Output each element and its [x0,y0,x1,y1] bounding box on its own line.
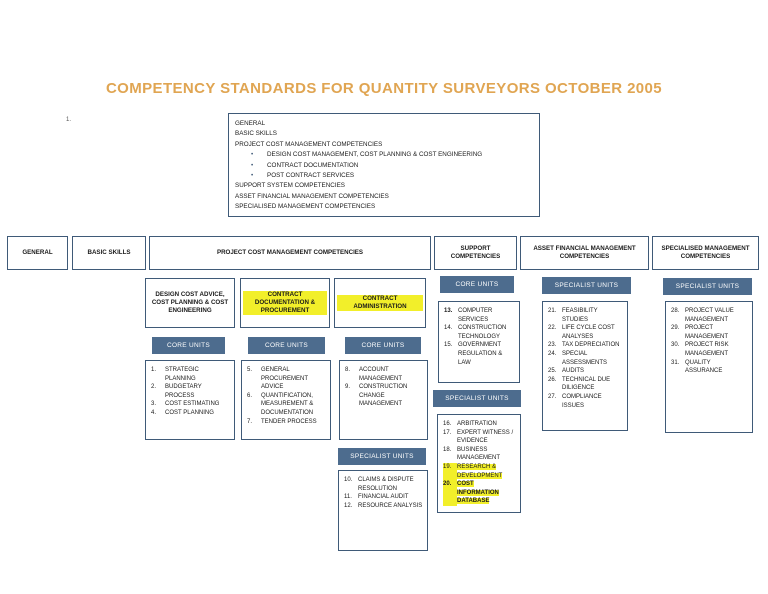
list-item: 4.COST PLANNING [151,409,214,416]
list-item: 1.STRATEGIC PLANNING [151,367,199,382]
list-item: 2.BUDGETARY PROCESS [151,384,202,399]
list-item: 30.PROJECT RISK MANAGEMENT [671,342,729,357]
list-item: 25.AUDITS [548,368,585,375]
core-units-bar: CORE UNITS [248,337,325,354]
list-item: 7.TENDER PROCESS [247,418,317,425]
list-item: 22.LIFE CYCLE COST ANALYSES [548,325,615,340]
summary-line: SUPPORT SYSTEM COMPETENCIES [235,182,345,190]
list-item: 5.GENERAL PROCUREMENT ADVICE [247,367,308,391]
list-item: 8.ACCOUNT MANAGEMENT [345,367,403,382]
list-item: 3.COST ESTIMATING [151,401,220,408]
list-item: 31.QUALITY ASSURANCE [671,359,723,375]
list-contract-admin-specialist: 10.CLAIMS & DISPUTE RESOLUTION 11.FINANC… [338,470,428,551]
list-asset-specialist: 21.FEASIBILITY STUDIES 22.LIFE CYCLE COS… [542,301,628,431]
header-basic-skills: BASIC SKILLS [72,236,146,270]
list-item: 18.BUSINESS MANAGEMENT [443,446,501,462]
list-item: 17.EXPERT WITNESS / EVIDENCE [443,429,514,445]
page-marker: 1. [66,117,72,123]
core-units-bar: CORE UNITS [440,276,514,293]
header-specialised: SPECIALISED MANAGEMENT COMPETENCIES [652,236,759,270]
list-item: 9.CONSTRUCTION CHANGE MANAGEMENT [345,384,408,408]
summary-sub-item: DESIGN COST MANAGEMENT, COST PLANNING & … [235,150,533,160]
list-item: 29.PROJECT MANAGEMENT [671,325,729,340]
list-item: 12.RESOURCE ANALYSIS [344,502,423,509]
core-units-bar: CORE UNITS [345,337,421,354]
specialist-units-bar: SPECIALIST UNITS [433,390,521,407]
list-item: 27.COMPLIANCE ISSUES [548,393,602,409]
list-contract-doc: 5.GENERAL PROCUREMENT ADVICE 6.QUANTIFIC… [241,360,331,440]
summary-box: GENERAL BASIC SKILLS PROJECT COST MANAGE… [228,113,540,217]
list-item: 11.FINANCIAL AUDIT [344,494,409,501]
summary-line: ASSET FINANCIAL MANAGEMENT COMPETENCIES [235,192,389,200]
specialist-units-bar: SPECIALIST UNITS [542,277,631,294]
summary-line: BASIC SKILLS [235,130,277,138]
list-item: 10.CLAIMS & DISPUTE RESOLUTION [344,477,414,492]
list-item-highlighted: 19.RESEARCH & DEVELOPMENT [443,462,503,481]
specialist-units-bar: SPECIALIST UNITS [663,278,752,295]
list-item: 26.TECHNICAL DUE DILIGENCE [548,376,611,392]
list-item: 24.SPECIAL ASSESSMENTS [548,350,608,366]
list-item-highlighted: 20.COST INFORMATION DATABASE [443,480,499,506]
subheader-contract-doc-label: CONTRACT DOCUMENTATION & PROCUREMENT [243,291,327,315]
list-specialised-specialist: 28.PROJECT VALUE MANAGEMENT 29.PROJECT M… [665,301,753,433]
list-support-core: 13.COMPUTER SERVICES 14.CONSTRUCTION TEC… [438,301,520,383]
list-contract-admin: 8.ACCOUNT MANAGEMENT 9.CONSTRUCTION CHAN… [339,360,428,440]
header-support: SUPPORT COMPETENCIES [434,236,517,270]
summary-sub-item: POST CONTRACT SERVICES [235,171,533,181]
subheader-design-cost: DESIGN COST ADVICE, COST PLANNING & COST… [145,278,235,328]
list-item: 28.PROJECT VALUE MANAGEMENT [671,308,734,323]
subheader-contract-doc: CONTRACT DOCUMENTATION & PROCUREMENT [240,278,330,328]
header-general: GENERAL [7,236,68,270]
list-item: 13.COMPUTER SERVICES [444,308,493,323]
summary-sub-item: CONTRACT DOCUMENTATION [235,161,533,171]
list-item: 21.FEASIBILITY STUDIES [548,308,598,323]
subheader-contract-admin: CONTRACT ADMINISTRATION [334,278,426,328]
list-item: 23.TAX DEPRECIATION [548,342,620,349]
list-item: 14.CONSTRUCTION TECHNOLOGY [444,325,507,340]
specialist-units-bar: SPECIALIST UNITS [338,448,426,465]
header-asset-financial: ASSET FINANCIAL MANAGEMENT COMPETENCIES [520,236,649,270]
list-support-specialist: 16.ARBITRATION 17.EXPERT WITNESS / EVIDE… [437,414,521,513]
page-title: COMPETENCY STANDARDS FOR QUANTITY SURVEY… [105,80,663,97]
summary-line: PROJECT COST MANAGEMENT COMPETENCIES [235,140,383,148]
list-item: 15.GOVERNMENT REGULATION & LAW [444,342,503,366]
list-design-cost: 1.STRATEGIC PLANNING 2.BUDGETARY PROCESS… [145,360,235,440]
list-item: 6.QUANTIFICATION, MEASUREMENT & DOCUMENT… [247,392,314,416]
core-units-bar: CORE UNITS [152,337,225,354]
list-item: 16.ARBITRATION [443,421,497,427]
summary-line: GENERAL [235,120,266,127]
subheader-contract-admin-label: CONTRACT ADMINISTRATION [337,295,423,311]
header-project-cost: PROJECT COST MANAGEMENT COMPETENCIES [149,236,431,270]
summary-line: SPECIALISED MANAGEMENT COMPETENCIES [235,203,376,211]
